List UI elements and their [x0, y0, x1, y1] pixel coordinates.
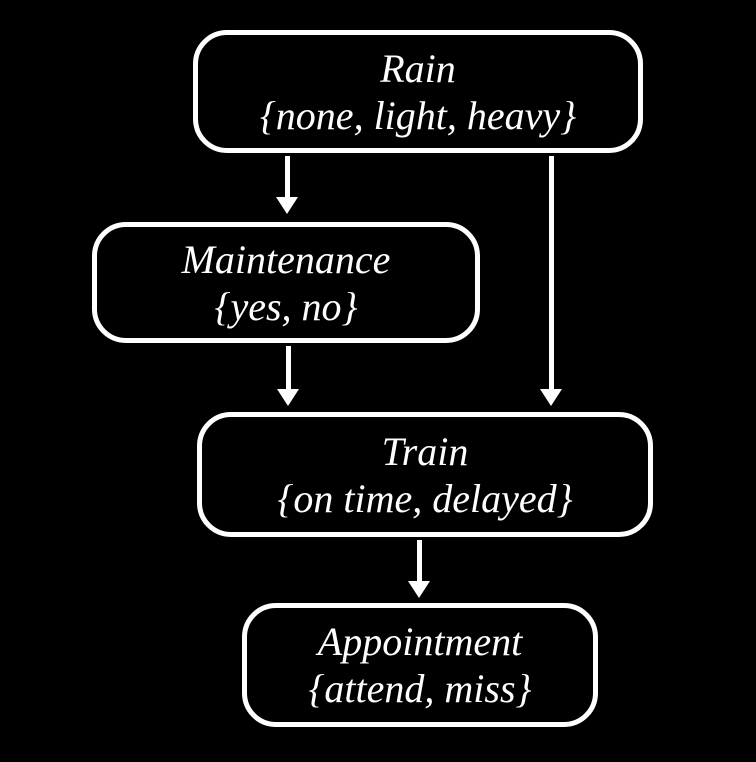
node-rain: Rain {none, light, heavy}	[193, 30, 643, 153]
node-train-domain: {on time, delayed}	[277, 475, 573, 521]
edge-train-to-appointment	[408, 540, 430, 598]
arrow-shaft	[416, 540, 422, 581]
arrow-shaft	[284, 156, 290, 197]
node-train: Train {on time, delayed}	[197, 412, 653, 537]
edge-rain-to-train	[540, 156, 562, 406]
node-train-label: Train	[381, 428, 469, 474]
edge-rain-to-maintenance	[276, 156, 298, 214]
node-maintenance: Maintenance {yes, no}	[92, 222, 480, 343]
arrow-shaft	[548, 156, 554, 389]
arrowhead-down-icon	[540, 389, 562, 406]
node-rain-label: Rain	[380, 45, 456, 91]
node-appointment-domain: {attend, miss}	[308, 666, 532, 711]
node-maintenance-domain: {yes, no}	[214, 283, 358, 329]
node-appointment-label: Appointment	[317, 619, 523, 664]
node-rain-domain: {none, light, heavy}	[259, 92, 577, 138]
node-maintenance-label: Maintenance	[181, 236, 391, 282]
node-appointment: Appointment {attend, miss}	[242, 603, 598, 727]
edge-maintenance-to-train	[277, 346, 299, 406]
arrowhead-down-icon	[276, 197, 298, 214]
arrowhead-down-icon	[277, 389, 299, 406]
arrowhead-down-icon	[408, 581, 430, 598]
arrow-shaft	[285, 346, 291, 389]
